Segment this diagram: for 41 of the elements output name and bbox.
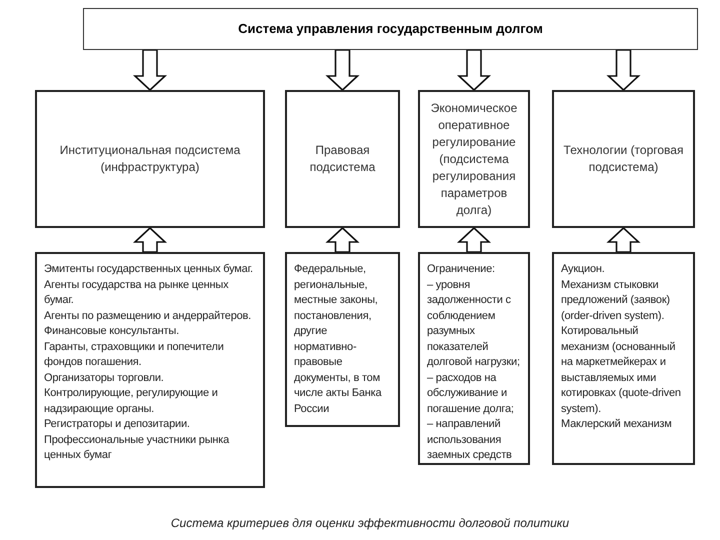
box-title: Система управления государственным долгом (238, 20, 543, 38)
list-item: Котировальный механизм (основанный на маркетмейкерах и выставляемых ими котировках (quote-driven system). (561, 324, 682, 416)
subsystem-label: Институциональная подсистема (инфраструктура) (58, 142, 242, 176)
title-box (83, 8, 698, 50)
subsystem-label: Экономическое оперативное регулирование (подсистема регулирования параметров долга) (430, 100, 518, 218)
block-arrow (606, 49, 641, 92)
caption: Система критериев для оценки эффективности долговой политики (170, 515, 570, 532)
list-item: Аукцион. (561, 262, 605, 277)
list-item: Маклерский механизм (561, 417, 672, 432)
list-item: Эмитенты государственных ценных бумаг. (44, 262, 253, 277)
list-item: Профессиональные участники рынка ценных бумаг (44, 432, 230, 463)
details-box (285, 252, 400, 427)
list-item: Гаранты, страховщики и попечители фондов погашения. (44, 340, 225, 370)
subsystem-box (35, 90, 265, 228)
list-item: Финансовые консультанты. (44, 324, 179, 339)
block-arrow (456, 49, 492, 92)
block-arrow (325, 226, 360, 253)
details-box (35, 252, 265, 488)
block-arrow (132, 226, 168, 253)
list-item: Федеральные, региональные, местные законы, постановления, другие нормативно-правовые документы, в том числе акты Банка России (294, 262, 383, 416)
subsystem-label: Технологии (торговая подсистема) (562, 142, 684, 176)
block-arrow (325, 49, 360, 92)
subsystem-box (285, 90, 400, 228)
details-box (418, 252, 530, 465)
list-item: – уровня задолженности с соблюдением разумных показателей долговой нагрузки; (427, 278, 521, 370)
list-item: Ограничение: (427, 262, 495, 277)
list-item: Контролирующие, регулирующие и надзирающие органы. (44, 386, 219, 416)
list-item: Организаторы торговли. (44, 370, 164, 386)
block-arrow (132, 49, 168, 92)
subsystem-box (418, 90, 530, 228)
subsystem-box (552, 90, 695, 228)
block-arrow (606, 226, 641, 253)
block-arrow (456, 226, 492, 253)
list-item: Механизм стыковки предложений (заявок) (order-driven system). (561, 278, 671, 324)
details-box (552, 252, 695, 465)
list-item: Регистраторы и депозитарии. (44, 417, 190, 432)
list-item: – направлений использования заемных средств (427, 417, 513, 463)
list-item: Агенты государства на рынке ценных бумаг. (44, 278, 230, 308)
list-item: – расходов на обслуживание и погашение долга; (427, 370, 515, 416)
list-item: Агенты по размещению и андеррайтеров. (44, 308, 252, 324)
subsystem-label: Правовая подсистема (308, 142, 376, 176)
